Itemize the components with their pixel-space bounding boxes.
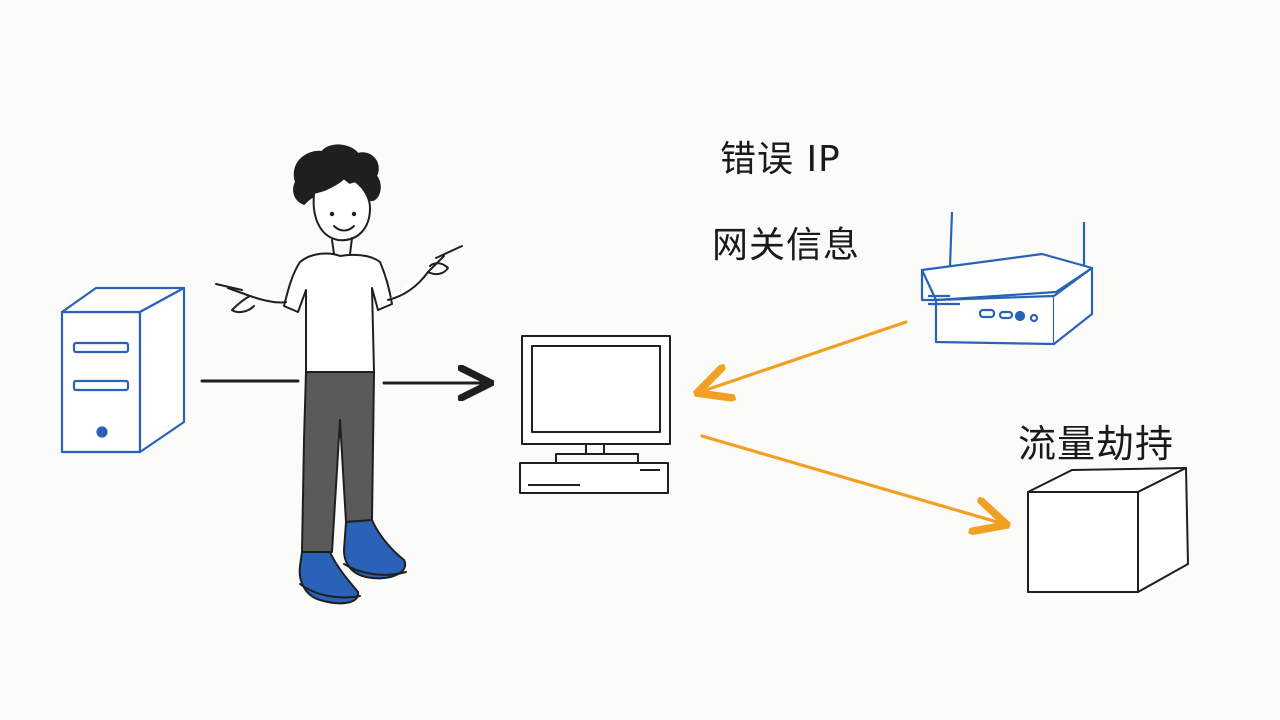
hijack-arrow xyxy=(700,434,1004,524)
label-gateway-info: 网关信息 xyxy=(712,225,861,266)
label-wrong-ip: 错误 IP xyxy=(720,139,841,180)
box-icon xyxy=(1027,467,1189,593)
server-tower-icon xyxy=(60,286,186,454)
person-pointing-icon xyxy=(215,144,463,605)
gateway-arrow xyxy=(700,320,908,392)
connection-arrow xyxy=(200,381,488,383)
label-traffic-hijack: 流量劫持 xyxy=(1018,422,1175,466)
router-icon xyxy=(920,211,1094,346)
desktop-computer-icon xyxy=(519,335,671,494)
